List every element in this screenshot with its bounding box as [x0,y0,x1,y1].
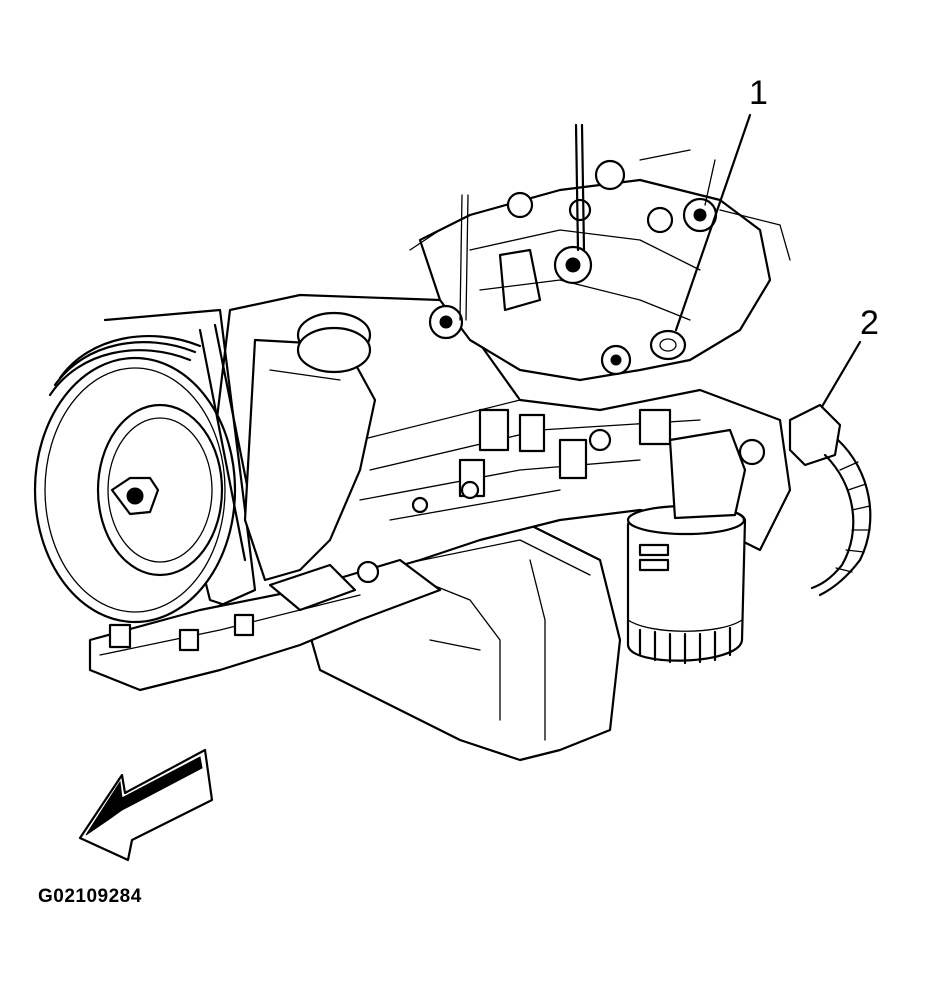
figure-code: G02109284 [38,886,142,907]
harmonic-balancer [33,308,260,632]
harness-connector [788,403,872,597]
callout-1-leader [674,113,752,332]
callout-2-leader [818,340,862,412]
spark-plug-wires [459,123,716,321]
frame-crossmember [88,558,442,692]
oil-filter [626,428,766,665]
callout-label-2: 2 [860,304,879,342]
sensor-port [649,329,687,361]
intake-manifold [409,149,791,382]
front-direction-arrow-icon [78,748,214,862]
callout-label-1: 1 [749,74,768,112]
power-steering-reservoir [243,311,377,582]
